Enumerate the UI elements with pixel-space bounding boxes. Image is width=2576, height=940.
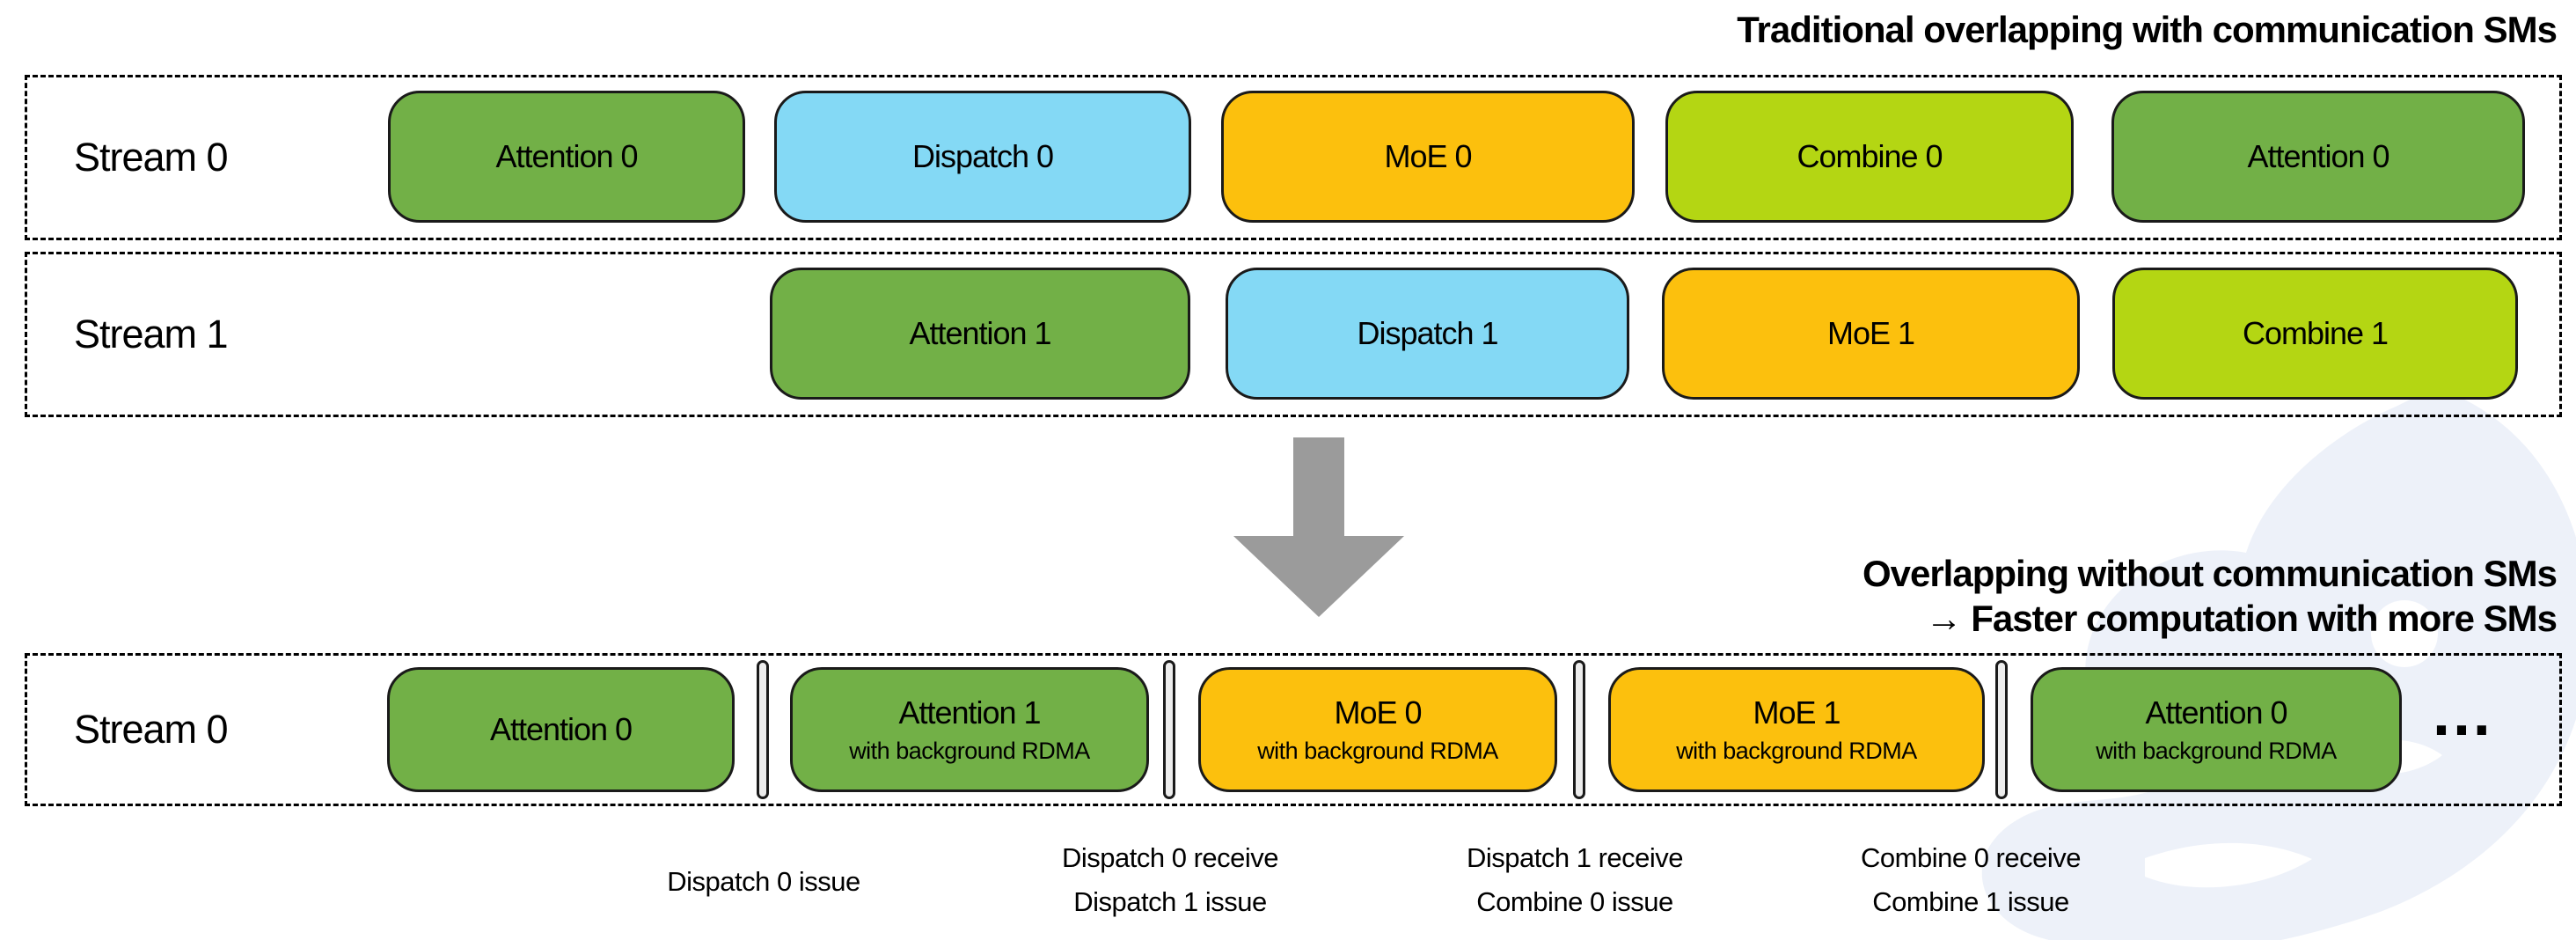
attention-block: Attention 1 (770, 268, 1190, 400)
watermark-shape (1981, 387, 2576, 940)
block-label: Combine 1 (2242, 315, 2389, 351)
stream-box-top-1 (25, 252, 2562, 417)
dispatch-block: Dispatch 0 (774, 91, 1191, 223)
annotation-dispatch1-receive: Dispatch 1 receive Combine 0 issue (1466, 836, 1684, 924)
down-arrow-shape (1233, 437, 1404, 617)
stream-box-top-0 (25, 75, 2562, 240)
attention-block: Attention 0 (2111, 91, 2525, 223)
stream-box-bottom-0 (25, 653, 2562, 806)
moe-block: MoE 0 (1221, 91, 1635, 223)
down-arrow (1233, 437, 1404, 617)
stream-separator-bar (1163, 660, 1175, 799)
stream-0-label: Stream 0 (74, 135, 229, 180)
attention-block: Attention 0 (387, 667, 735, 792)
block-label: Dispatch 0 (911, 138, 1054, 174)
block-label: MoE 0 (1384, 138, 1472, 174)
annotation-dispatch0-issue: Dispatch 0 issue (667, 860, 860, 904)
attention-block: Attention 1 with background RDMA (790, 667, 1149, 792)
annotation-line: Dispatch 0 receive (1061, 842, 1279, 873)
annotation-line: Combine 1 issue (1872, 886, 2069, 917)
title-overlapping-line2: → Faster computation with more SMs (1925, 598, 2558, 639)
continuation-ellipsis-text: … (2430, 678, 2497, 749)
combine-block: Combine 0 (1665, 91, 2074, 223)
annotation-line: Dispatch 0 issue (667, 866, 860, 897)
block-label: Combine 0 (1797, 138, 1943, 174)
block-label: Attention 1 (909, 315, 1051, 351)
title-traditional: Traditional overlapping with communicati… (1737, 9, 2558, 50)
stream-separator-bar (1573, 660, 1585, 799)
stream-0-bottom-label: Stream 0 (74, 707, 229, 752)
moe-block: MoE 1 with background RDMA (1608, 667, 1985, 792)
block-label: MoE 1 (1753, 694, 1841, 731)
moe-block: MoE 0 with background RDMA (1198, 667, 1557, 792)
dispatch-block: Dispatch 1 (1226, 268, 1629, 400)
annotation-dispatch0-receive: Dispatch 0 receive Dispatch 1 issue (1061, 836, 1279, 924)
block-sublabel: with background RDMA (2096, 738, 2337, 764)
block-label: MoE 1 (1826, 315, 1915, 351)
stream-1-label: Stream 1 (74, 312, 229, 356)
block-sublabel: with background RDMA (1257, 738, 1498, 764)
annotation-line: Combine 0 issue (1476, 886, 1673, 917)
annotation-line: Dispatch 1 receive (1466, 842, 1684, 873)
block-label: Attention 1 (898, 694, 1041, 731)
block-sublabel: with background RDMA (1676, 738, 1917, 764)
moe-block: MoE 1 (1662, 268, 2080, 400)
title-overlapping-line1: Overlapping without communication SMs (1862, 553, 2558, 594)
stream-separator-bar (1995, 660, 2008, 799)
block-label: Dispatch 1 (1357, 315, 1498, 351)
annotation-line: Dispatch 1 issue (1073, 886, 1267, 917)
annotation-combine0-receive: Combine 0 receive Combine 1 issue (1861, 836, 2081, 924)
block-label: Attention 0 (495, 138, 638, 174)
block-label: MoE 0 (1334, 694, 1422, 731)
stream-separator-bar (757, 660, 769, 799)
annotation-line: Combine 0 receive (1861, 842, 2081, 873)
block-label: Attention 0 (2247, 138, 2389, 174)
attention-block: Attention 0 (388, 91, 745, 223)
block-label: Attention 0 (2145, 694, 2287, 731)
combine-block: Combine 1 (2112, 268, 2518, 400)
title-overlapping: Overlapping without communication SMs → … (1862, 551, 2558, 641)
attention-block: Attention 0 with background RDMA (2031, 667, 2402, 792)
block-label: Attention 0 (489, 711, 633, 747)
continuation-ellipsis: … (2419, 667, 2507, 792)
block-sublabel: with background RDMA (849, 738, 1090, 764)
